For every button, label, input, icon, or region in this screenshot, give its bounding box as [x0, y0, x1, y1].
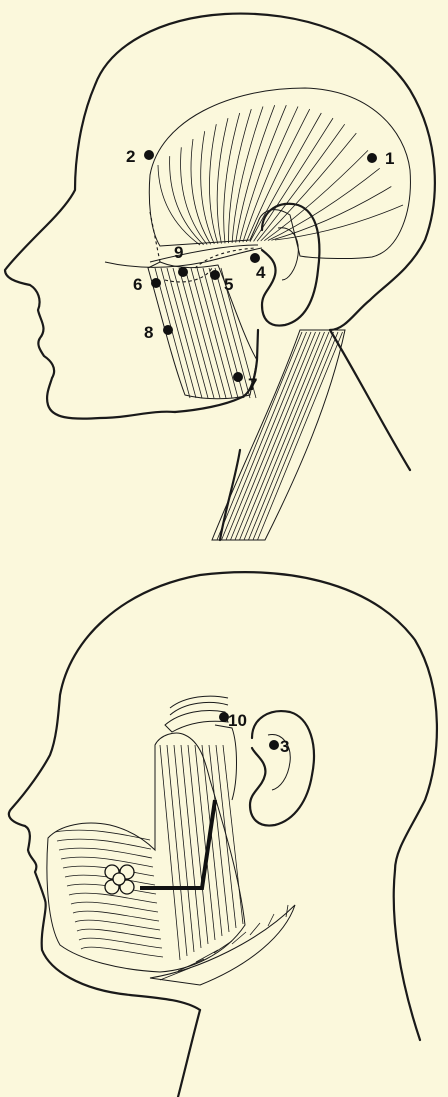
top-jaw	[175, 330, 258, 412]
point-3-dot	[269, 740, 279, 750]
bracket-line	[140, 800, 215, 888]
top-head: 1 2 4 5 6 7 8 9	[5, 14, 435, 540]
point-8-label: 8	[144, 323, 153, 342]
point-5-label: 5	[224, 275, 233, 294]
top-neck-back	[330, 330, 410, 470]
point-3-label: 3	[280, 737, 289, 756]
point-2-label: 2	[126, 147, 135, 166]
point-5-dot	[210, 270, 220, 280]
bottom-points: 10 3	[219, 711, 289, 756]
bottom-ear	[250, 711, 314, 825]
mandible	[47, 733, 245, 972]
point-7-dot	[233, 372, 243, 382]
point-1-dot	[367, 153, 377, 163]
point-4-dot	[250, 253, 260, 263]
point-9-label: 9	[174, 243, 183, 262]
teeth-cluster	[105, 865, 134, 894]
point-4-label: 4	[256, 263, 266, 282]
bottom-neck-back	[394, 870, 420, 1040]
temporalis-muscle	[149, 88, 410, 259]
top-neck-front	[220, 450, 240, 540]
top-head-outline	[5, 14, 435, 419]
point-2-dot	[144, 150, 154, 160]
point-8-dot	[163, 325, 173, 335]
point-7-label: 7	[248, 375, 257, 394]
point-1-label: 1	[385, 149, 394, 168]
neck-band	[150, 905, 295, 985]
bottom-neck-front	[178, 1010, 200, 1097]
neck-muscle	[212, 330, 345, 540]
top-points: 1 2 4 5 6 7 8 9	[126, 147, 394, 394]
point-10-label: 10	[228, 711, 247, 730]
point-9-dot	[178, 267, 188, 277]
point-6-dot	[151, 278, 161, 288]
top-ear	[262, 204, 319, 326]
tmj-area	[165, 696, 237, 800]
bottom-head-outline	[9, 572, 437, 1010]
point-6-label: 6	[133, 275, 142, 294]
bottom-head: 10 3	[9, 572, 437, 1097]
